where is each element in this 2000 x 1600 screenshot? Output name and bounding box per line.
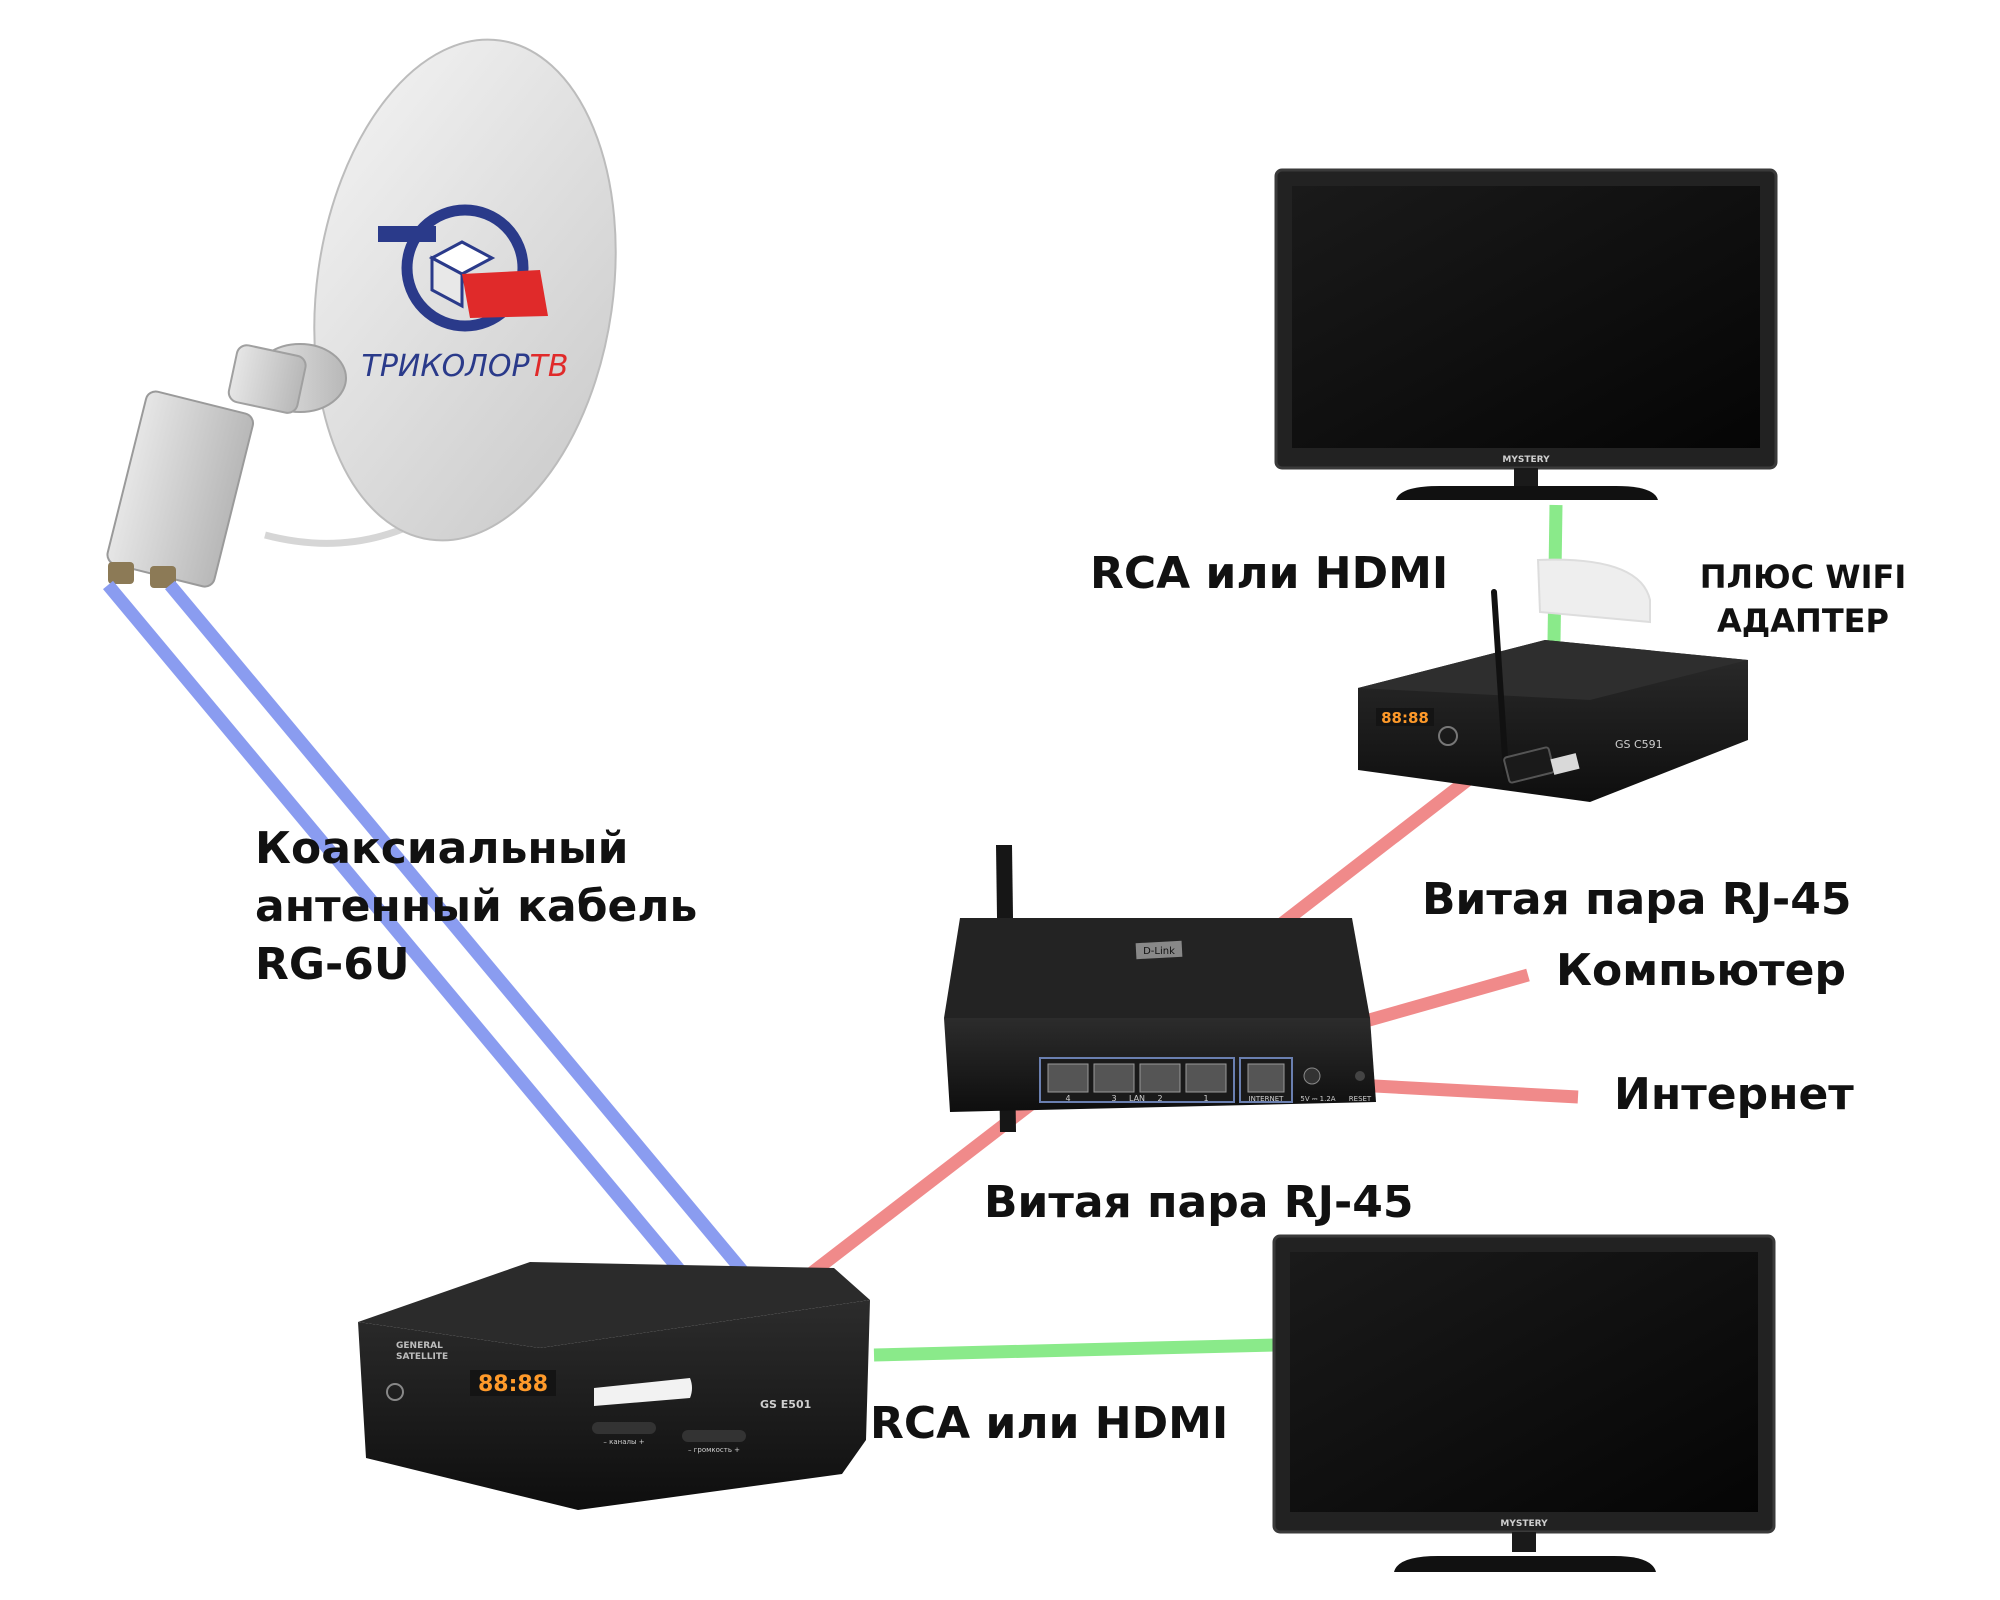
router-brand-plate (1135, 940, 1183, 960)
tv-top-screen (1292, 186, 1760, 448)
router: D-Link 4 3 LAN 2 1 INTERNET 5V ⎓ 1.2A RE… (944, 845, 1376, 1132)
router-port-4[interactable] (1047, 1063, 1089, 1093)
tv-top-neck (1514, 468, 1538, 488)
router-power-label: 5V ⎓ 1.2A (1300, 1095, 1335, 1103)
label-coax-3: RG-6U (255, 939, 410, 990)
main-receiver-maker-2: SATELLITE (396, 1352, 448, 1362)
router-reset-label: RESET (1349, 1095, 1372, 1103)
tricolor-brand-text: ТРИКОЛОРТВ (362, 349, 569, 384)
router-port-3[interactable] (1093, 1063, 1135, 1093)
label-coax-1: Коаксиальный (255, 823, 628, 874)
lnb-port-1 (108, 562, 134, 584)
satellite-dish: ТРИКОЛОРТВ (106, 38, 617, 588)
wifi-usb-plug (1550, 753, 1580, 775)
client-receiver-display: 88:88 (1381, 709, 1429, 727)
main-receiver-card-slot (594, 1378, 692, 1406)
lnb-neck (227, 344, 307, 414)
coax-cable-1 (103, 580, 693, 1285)
router-port-2[interactable] (1139, 1063, 1181, 1093)
label-internet: Интернет (1614, 1069, 1854, 1120)
tv-top: MYSTERY (1274, 168, 1778, 500)
client-receiver-display-bg (1376, 708, 1434, 726)
router-top (944, 918, 1370, 1018)
label-wifi-2: АДАПТЕР (1717, 602, 1889, 640)
lnb-port-2 (150, 566, 176, 588)
lnb-converter (106, 343, 347, 588)
client-receiver: 88:88 GS C591 (1358, 558, 1748, 802)
router-port-1-label: 1 (1203, 1094, 1208, 1103)
label-rca-top: RCA или HDMI (1090, 548, 1448, 599)
router-internet-port[interactable] (1247, 1063, 1285, 1093)
main-receiver-front (358, 1300, 870, 1510)
main-receiver-display-bg (470, 1370, 556, 1396)
label-wifi-1: ПЛЮС WIFI (1700, 558, 1907, 596)
router-reset-button (1355, 1071, 1365, 1081)
tv-bottom-screen (1290, 1252, 1758, 1512)
main-receiver-volume-label: – громкость + (688, 1446, 740, 1454)
main-receiver: GENERAL SATELLITE 88:88 GS E501 – каналы… (358, 1262, 870, 1510)
main-receiver-display: 88:88 (478, 1372, 548, 1397)
main-receiver-channel-button[interactable] (592, 1422, 656, 1434)
main-receiver-channel-label: – каналы + (603, 1438, 644, 1446)
lnb-body (106, 390, 255, 588)
tricolor-bar (378, 226, 436, 242)
router-port-3-label: 3 (1111, 1094, 1116, 1103)
label-twisted-top: Витая пара RJ-45 (1422, 874, 1851, 925)
video-cable-bottom (873, 1338, 1276, 1362)
router-lan-label: LAN (1129, 1094, 1145, 1103)
coax-cable-2 (165, 580, 755, 1285)
tricolor-ring (401, 204, 529, 332)
wifi-antenna (1491, 589, 1509, 775)
router-internet-label: INTERNET (1249, 1095, 1285, 1103)
main-receiver-volume-button[interactable] (682, 1430, 746, 1442)
router-brand: D-Link (1143, 946, 1175, 957)
router-port-2-label: 2 (1157, 1094, 1162, 1103)
tv-top-stand (1396, 486, 1658, 500)
tv-bottom-brand: MYSTERY (1500, 1519, 1548, 1529)
label-computer: Компьютер (1556, 945, 1846, 996)
tricolor-cube-left (430, 255, 464, 309)
router-port-1[interactable] (1185, 1063, 1227, 1093)
client-receiver-model: GS C591 (1615, 738, 1663, 751)
router-power-jack (1303, 1067, 1321, 1085)
label-twisted-bottom: Витая пара RJ-45 (984, 1177, 1413, 1228)
tv-bottom-neck (1512, 1532, 1536, 1552)
labels: Коаксиальный антенный кабель RG-6U RCA и… (255, 548, 1906, 1449)
label-coax-2: антенный кабель (255, 881, 697, 932)
main-receiver-top (358, 1262, 870, 1348)
tricolor-logo: ТРИКОЛОРТВ (362, 204, 569, 384)
tv-bottom: MYSTERY (1272, 1234, 1776, 1572)
main-receiver-model: GS E501 (760, 1398, 811, 1411)
tv-bottom-stand (1394, 1556, 1656, 1572)
tv-top-brand: MYSTERY (1502, 455, 1550, 465)
main-receiver-power-icon[interactable] (386, 1383, 404, 1401)
main-receiver-maker-1: GENERAL (396, 1341, 443, 1351)
client-receiver-shadow-box (1536, 558, 1651, 624)
router-port-4-label: 4 (1065, 1094, 1070, 1103)
client-receiver-top (1358, 640, 1748, 700)
client-receiver-power-icon (1438, 726, 1458, 746)
tricolor-red-plate (462, 270, 548, 318)
label-rca-bottom: RCA или HDMI (870, 1398, 1228, 1449)
